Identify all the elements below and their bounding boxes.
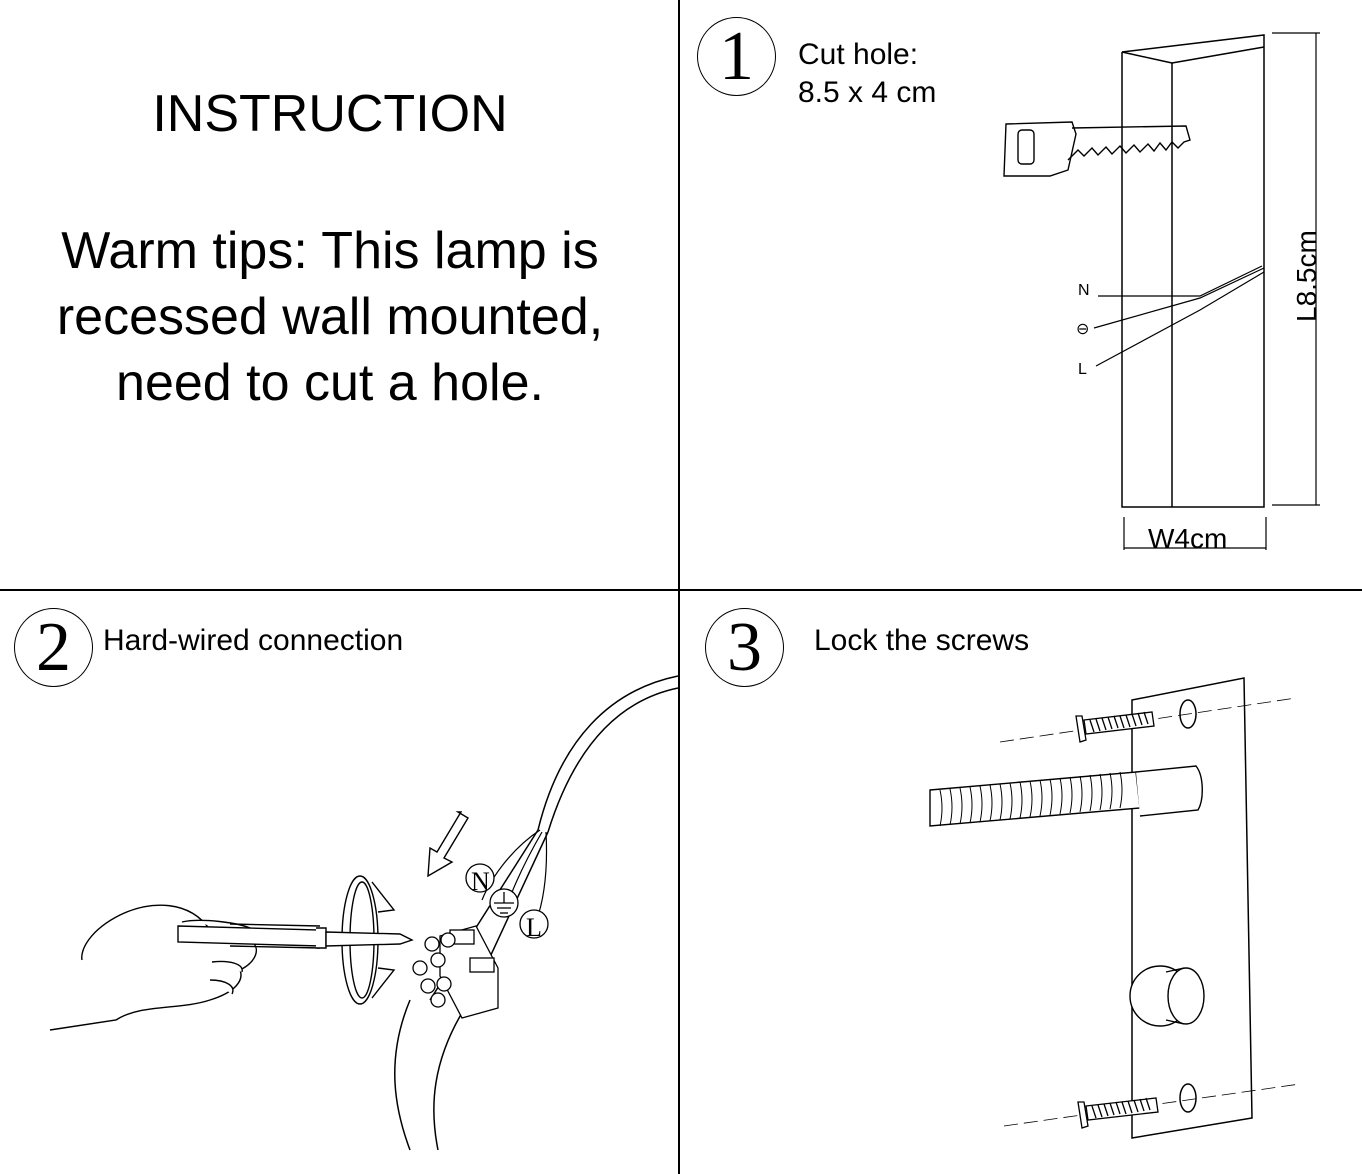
instruction-title: INSTRUCTION: [152, 85, 508, 143]
warm-tips-line-3: need to cut a hole.: [116, 354, 544, 412]
mounting-plate-icon: [1131, 677, 1253, 1139]
step2-number-badge: 2: [14, 608, 93, 687]
step3-number-badge: 3: [705, 608, 784, 687]
screw-icon: [1075, 711, 1155, 743]
wire-label-l: L: [1078, 361, 1087, 378]
wire-label-earth: ⊖: [1076, 321, 1089, 338]
step3-text: Lock the screws: [814, 624, 1030, 657]
conduit-icon: [929, 765, 1203, 827]
step1-text-line2: 8.5 x 4 cm: [798, 76, 937, 109]
vertical-divider: [678, 0, 680, 1174]
step1-number-badge: 1: [697, 17, 776, 96]
wire-label-n: N: [1078, 282, 1090, 299]
push-arrow-icon: [427, 811, 469, 878]
warm-tips-line-2: recessed wall mounted,: [56, 288, 604, 346]
width-label: W4cm: [1148, 523, 1227, 554]
length-label: L8.5cm: [1291, 230, 1322, 322]
length-dimension: [1272, 32, 1320, 506]
horizontal-divider: [0, 589, 1362, 591]
terminal-label-l: L: [526, 913, 542, 942]
knob-icon: [1129, 965, 1205, 1027]
wall-box-icon: [1121, 34, 1265, 508]
warm-tips: Warm tips: This lamp is recessed wall mo…: [0, 218, 660, 416]
terminal-block-icon: [412, 925, 499, 1019]
step1-text-line1: Cut hole:: [798, 38, 919, 71]
conduit-ribs: [939, 771, 1123, 827]
hand-screwdriver-icon: [49, 904, 414, 1031]
screw-icon: [1077, 1097, 1159, 1129]
wire-lines: [1093, 265, 1265, 367]
terminal-label-n: N: [471, 867, 490, 896]
width-dimension: [1123, 517, 1267, 550]
saw-icon: [1003, 121, 1191, 177]
earth-icon: [494, 892, 514, 914]
step2-text: Hard-wired connection: [103, 624, 404, 657]
warm-tips-line-1: Warm tips: This lamp is: [61, 222, 599, 280]
